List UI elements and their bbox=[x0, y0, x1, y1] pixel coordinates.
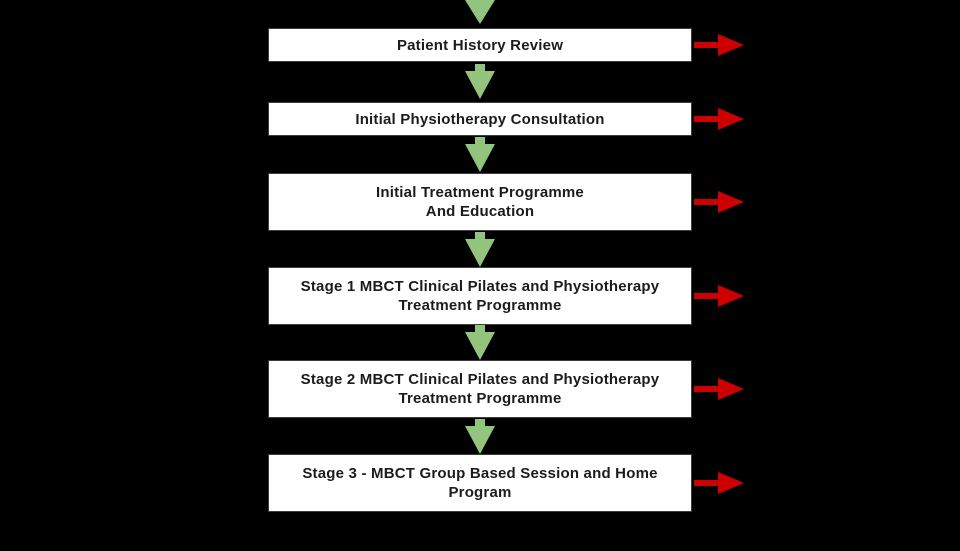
down-arrow-icon bbox=[465, 137, 495, 172]
right-arrow-icon bbox=[694, 191, 744, 213]
right-arrow-icon bbox=[694, 378, 744, 400]
right-arrow-icon bbox=[694, 472, 744, 494]
right-arrow-icon bbox=[694, 285, 744, 307]
flow-step-label: Initial Treatment Programme bbox=[376, 184, 584, 201]
down-arrow-icon bbox=[465, 419, 495, 454]
flow-step-initial-treatment-programme: Initial Treatment Programme And Educatio… bbox=[268, 173, 692, 231]
flow-step-label: And Education bbox=[425, 203, 535, 220]
flow-step-stage-1-mbct: Stage 1 MBCT Clinical Pilates and Physio… bbox=[268, 267, 692, 325]
flow-step-label: Treatment Programme bbox=[398, 390, 562, 407]
down-arrow-icon bbox=[465, 232, 495, 267]
down-arrow-icon bbox=[465, 325, 495, 360]
flow-step-label: Program bbox=[448, 484, 512, 501]
flow-step-label: Stage 1 MBCT Clinical Pilates and Physio… bbox=[300, 278, 660, 295]
flow-step-stage-3-mbct: Stage 3 - MBCT Group Based Session and H… bbox=[268, 454, 692, 512]
flow-step-label: Stage 2 MBCT Clinical Pilates and Physio… bbox=[300, 371, 660, 388]
down-arrow-icon bbox=[465, 64, 495, 99]
right-arrow-icon bbox=[694, 34, 744, 56]
flow-step-label: Initial Physiotherapy Consultation bbox=[355, 110, 605, 128]
right-arrow-icon bbox=[694, 108, 744, 130]
flow-step-patient-history-review: Patient History Review bbox=[268, 28, 692, 62]
flow-step-initial-physiotherapy-consultation: Initial Physiotherapy Consultation bbox=[268, 102, 692, 136]
flow-step-label: Treatment Programme bbox=[398, 297, 562, 314]
flow-step-stage-2-mbct: Stage 2 MBCT Clinical Pilates and Physio… bbox=[268, 360, 692, 418]
flow-step-label: Patient History Review bbox=[396, 36, 564, 54]
flow-step-label: Stage 3 - MBCT Group Based Session and H… bbox=[302, 465, 658, 482]
down-arrow-icon bbox=[465, 0, 495, 24]
